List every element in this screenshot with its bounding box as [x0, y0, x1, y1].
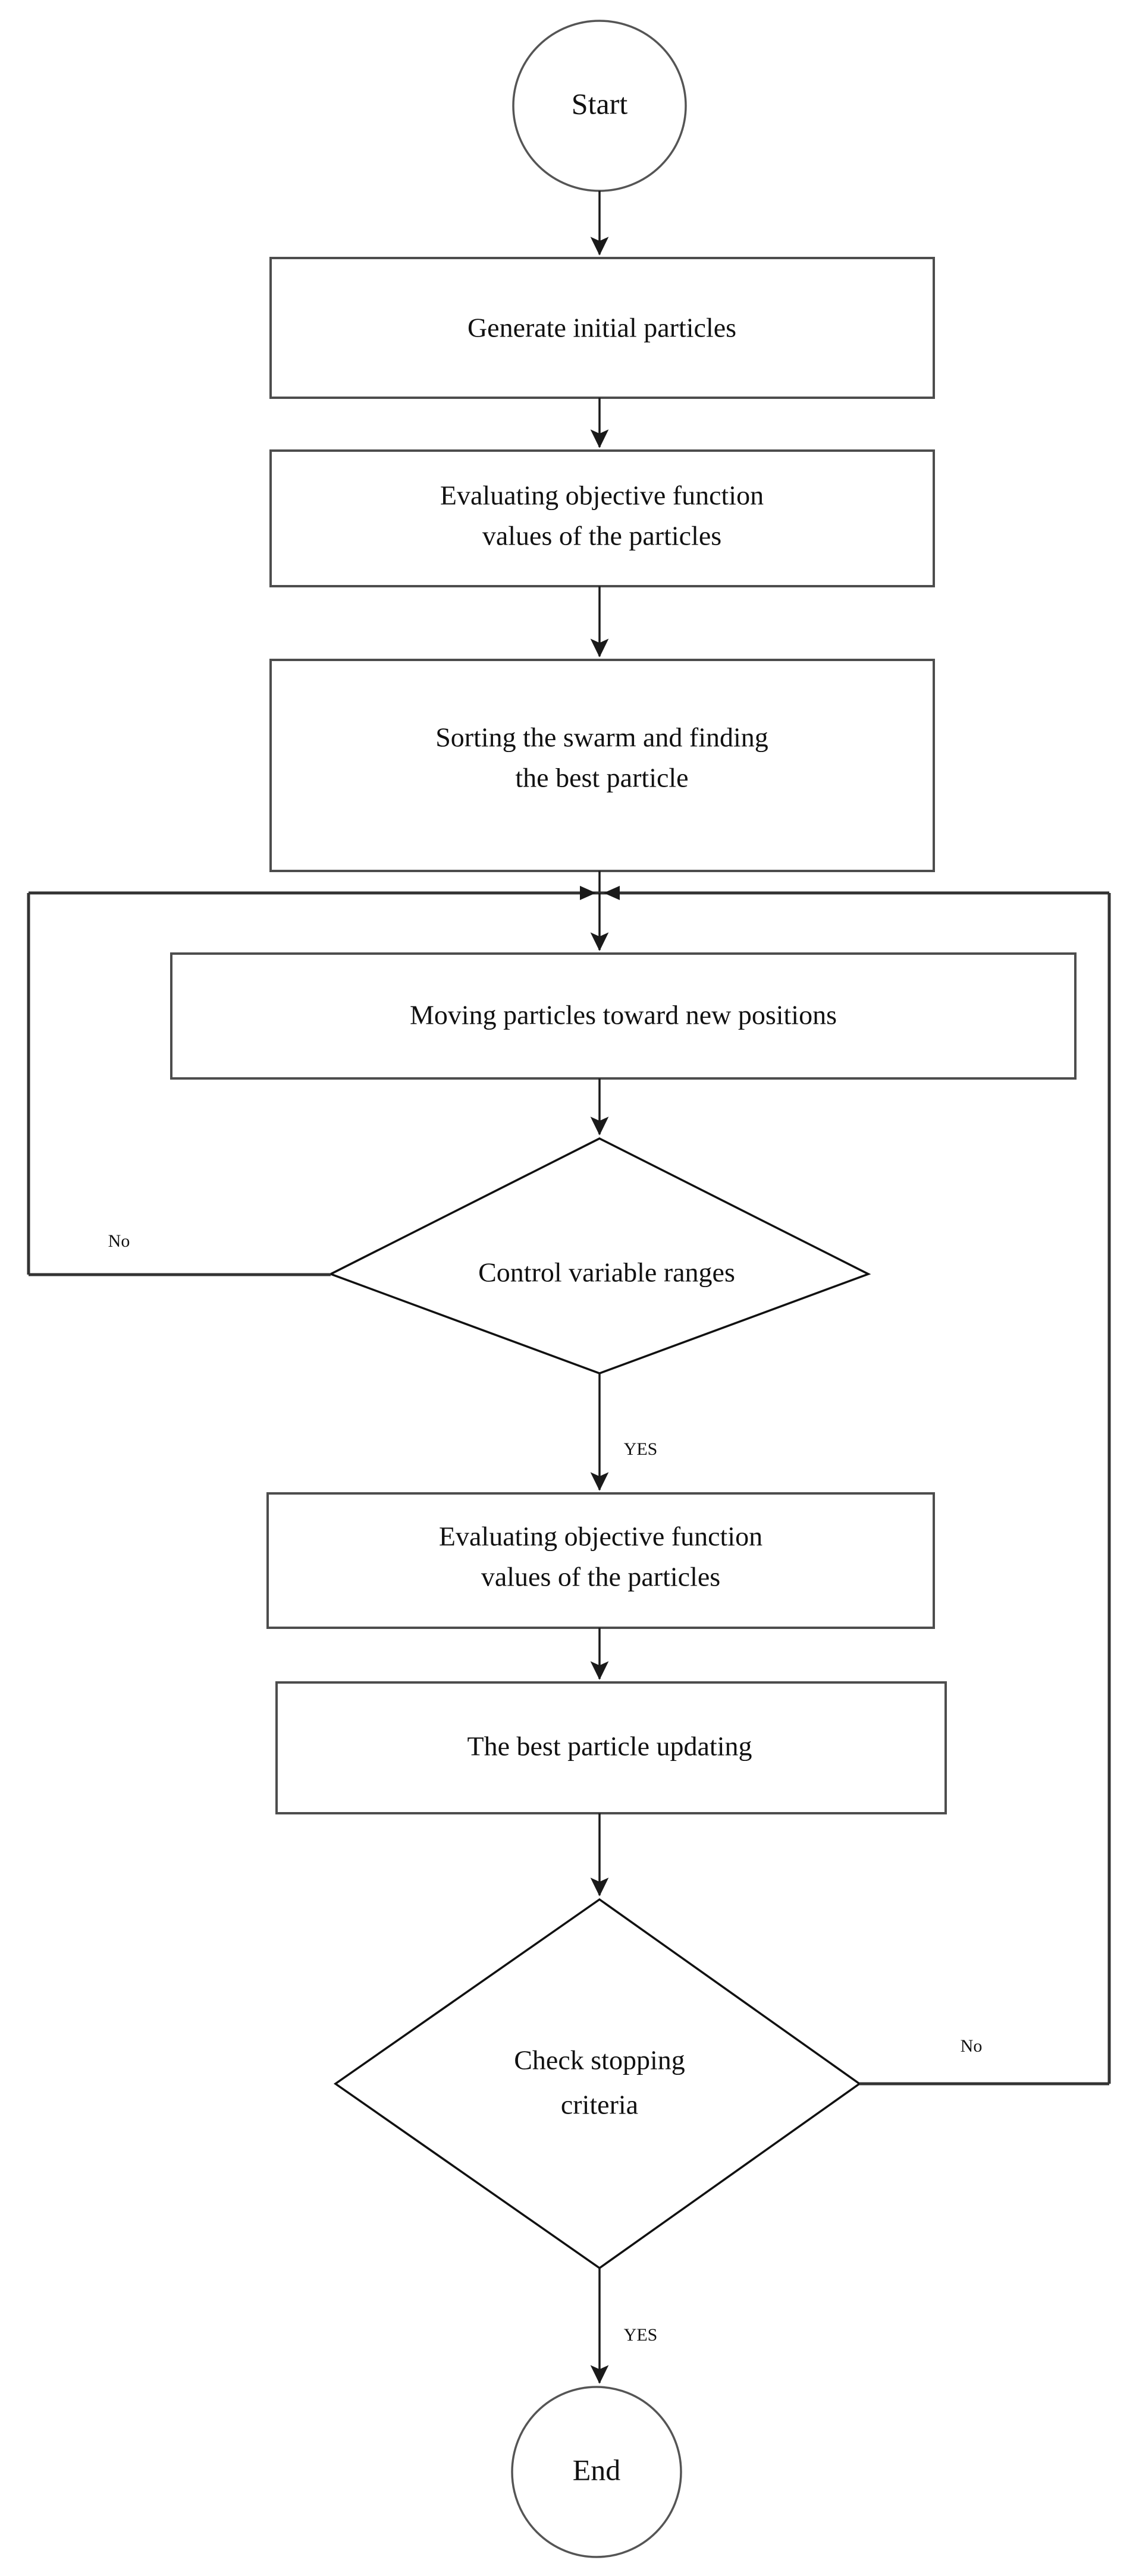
edge-label-control-yes: YES: [624, 1439, 658, 1459]
process-evaluate-objective-again: [266, 1492, 935, 1629]
start-label: Start: [572, 87, 628, 120]
process-best-particle-updating: [275, 1681, 947, 1814]
moving-particles-label: Moving particles toward new positions: [410, 1000, 837, 1030]
generate-initial-particles-label: Generate initial particles: [467, 313, 736, 343]
loop-join-arrow-right: [604, 886, 620, 900]
check-stopping-criteria-line2: criteria: [561, 2090, 638, 2120]
check-stopping-criteria-line1: Check stopping: [514, 2045, 685, 2075]
sorting-swarm-line2: the best particle: [515, 763, 688, 793]
end-terminator: [511, 2386, 682, 2558]
edge-label-stop-yes: YES: [624, 2325, 658, 2345]
loop-join-arrow-left: [580, 886, 596, 900]
end-label: End: [573, 2453, 621, 2486]
edge-label-control-no: No: [108, 1231, 130, 1251]
process-moving-particles: [170, 952, 1077, 1080]
decision-control-variable-ranges: [328, 1137, 871, 1375]
evaluate-objective-initial-line2: values of the particles: [482, 521, 721, 551]
decision-check-stopping-criteria: [333, 1898, 862, 2270]
evaluate-objective-initial-line1: Evaluating objective function: [440, 480, 764, 511]
process-evaluate-objective-initial: [269, 449, 935, 587]
edge-label-stop-no: No: [961, 2036, 983, 2056]
evaluate-objective-again-line1: Evaluating objective function: [439, 1521, 762, 1552]
control-variable-ranges-label: Control variable ranges: [478, 1257, 735, 1288]
evaluate-objective-again-line2: values of the particles: [481, 1562, 720, 1592]
best-particle-updating-label: The best particle updating: [467, 1731, 752, 1762]
process-generate-initial-particles: [269, 257, 935, 399]
process-sorting-swarm: [269, 659, 935, 872]
sorting-swarm-line1: Sorting the swarm and finding: [435, 722, 768, 753]
